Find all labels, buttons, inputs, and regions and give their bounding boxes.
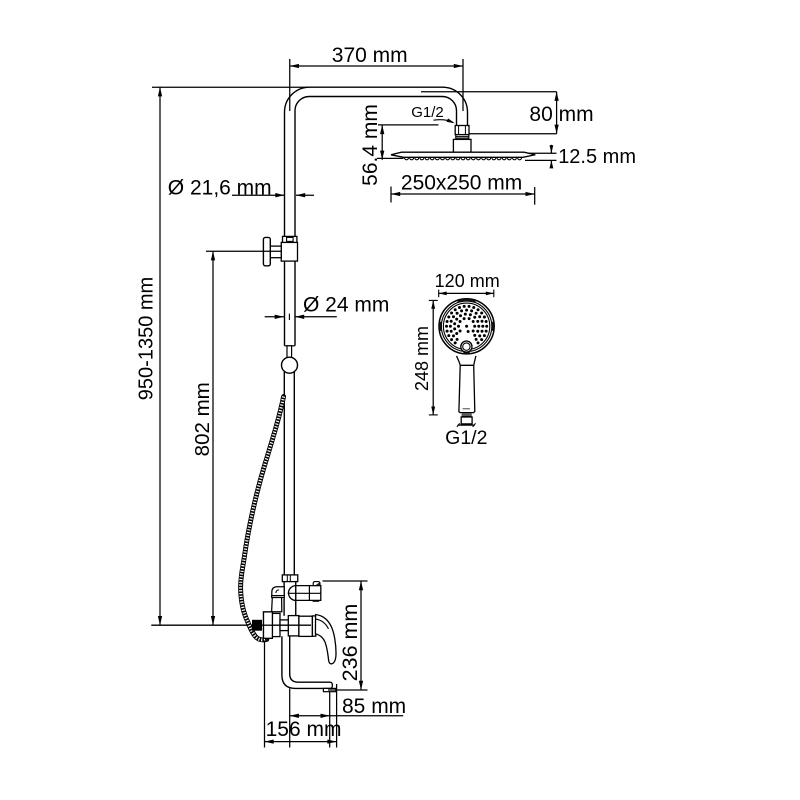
- svg-text:248 mm: 248 mm: [412, 326, 432, 391]
- svg-text:120 mm: 120 mm: [435, 271, 500, 291]
- svg-text:236 mm: 236 mm: [338, 604, 362, 682]
- svg-text:56.4 mm: 56.4 mm: [359, 104, 382, 186]
- svg-text:802 mm: 802 mm: [191, 382, 214, 456]
- svg-text:G1/2: G1/2: [411, 104, 444, 121]
- svg-text:950-1350 mm: 950-1350 mm: [136, 277, 158, 400]
- svg-text:G1/2: G1/2: [445, 427, 487, 449]
- svg-text:156 mm: 156 mm: [266, 718, 342, 741]
- svg-text:80 mm: 80 mm: [529, 103, 593, 126]
- svg-text:Ø 24 mm: Ø 24 mm: [303, 294, 389, 317]
- svg-text:12.5 mm: 12.5 mm: [558, 146, 636, 168]
- svg-text:Ø 21,6 mm: Ø 21,6 mm: [168, 176, 272, 199]
- svg-text:85 mm: 85 mm: [342, 695, 406, 718]
- svg-text:250x250 mm: 250x250 mm: [401, 172, 522, 195]
- svg-text:370 mm: 370 mm: [332, 44, 408, 67]
